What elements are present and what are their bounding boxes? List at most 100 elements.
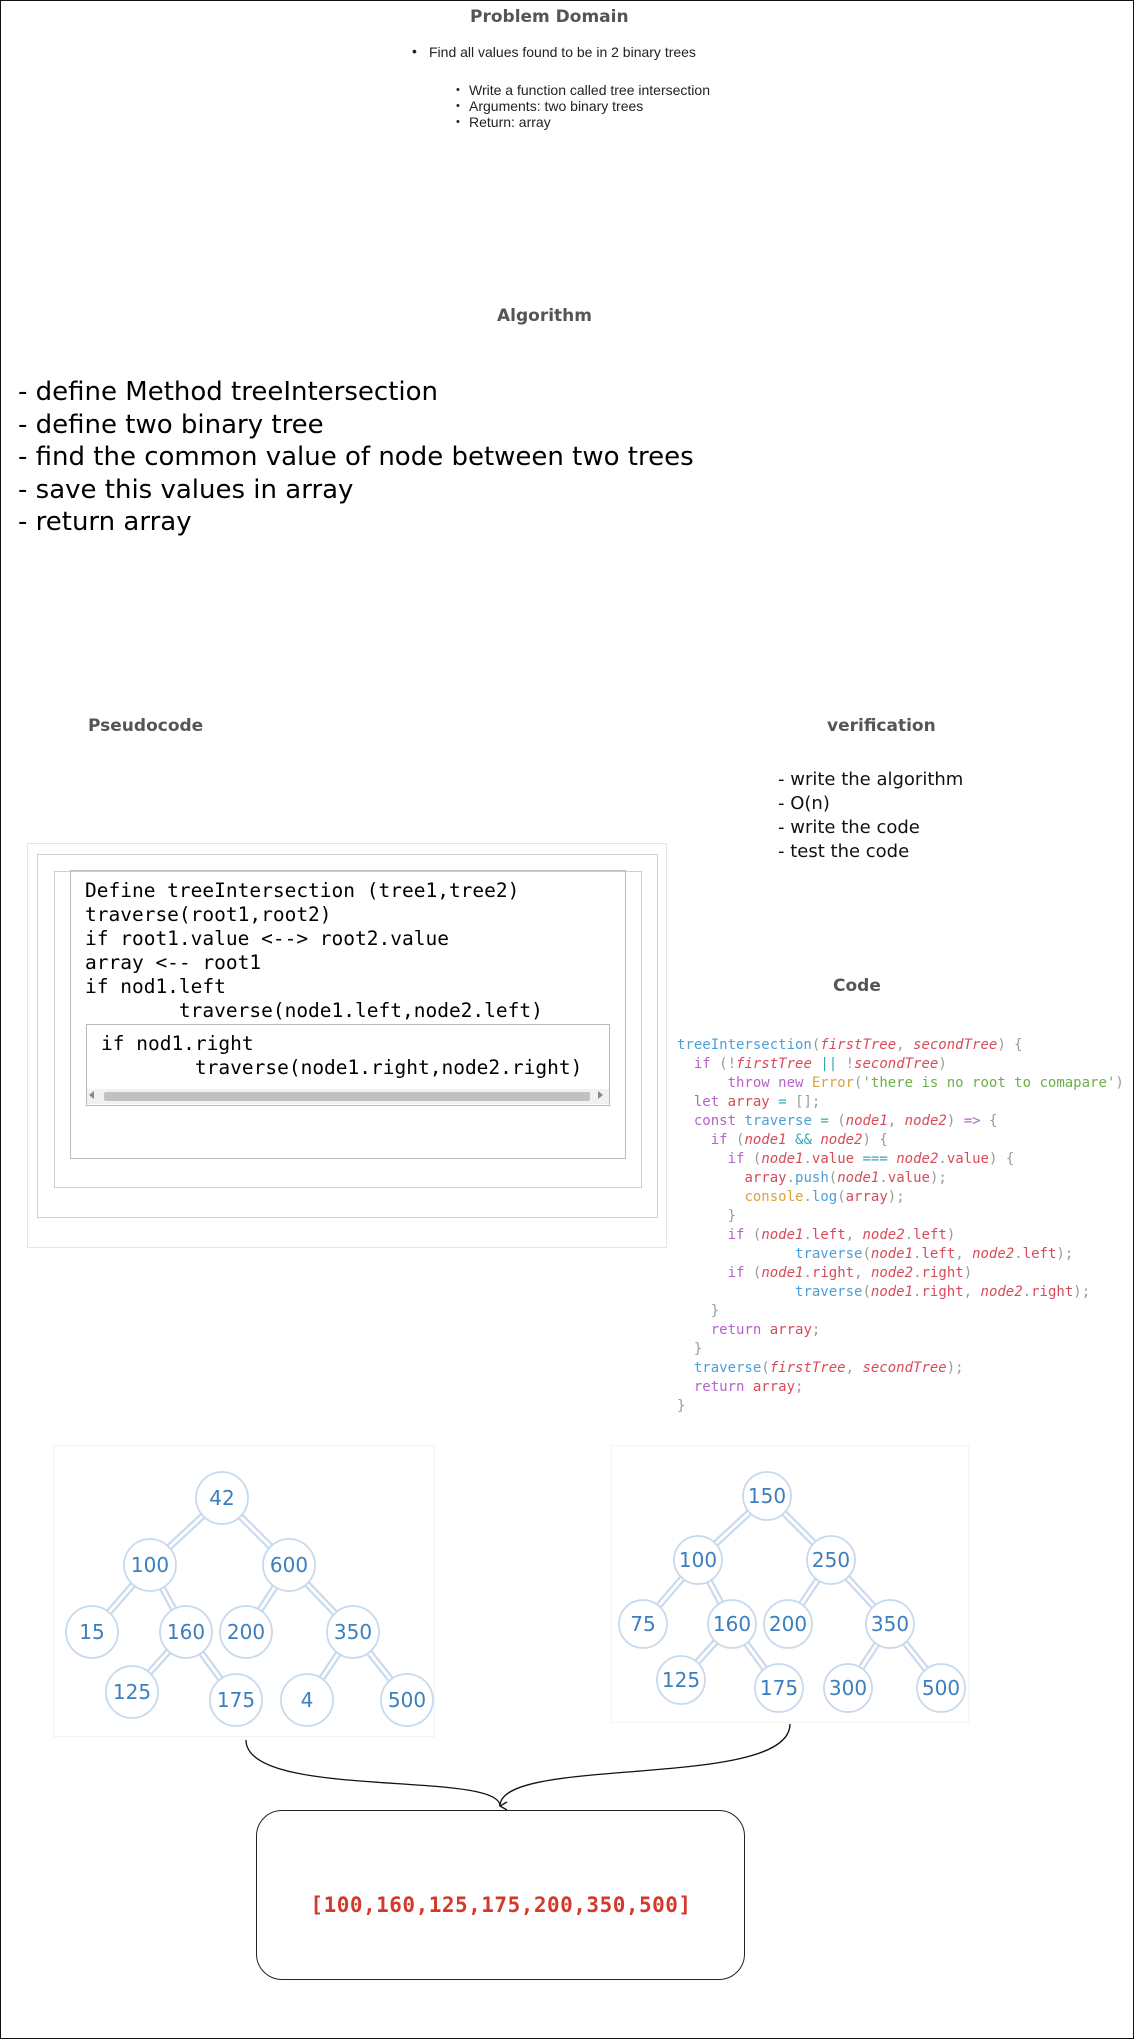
tree1-edges xyxy=(106,1513,394,1682)
tree-edge xyxy=(802,1580,821,1607)
pseudocode-line: if nod1.right xyxy=(101,1032,254,1055)
verification-steps: - write the algorithm - O(n) - write the… xyxy=(778,768,963,864)
tree-node-circle xyxy=(656,1655,706,1705)
scrollbar-thumb[interactable] xyxy=(104,1092,590,1101)
pseudocode-text: Define treeIntersection (tree1,tree2) tra… xyxy=(85,879,543,1023)
algorithm-step: - save this values in array xyxy=(18,474,354,505)
pseudocode-box-level4 xyxy=(70,870,626,1159)
tree-edge xyxy=(781,1513,814,1546)
tree-edge xyxy=(659,1579,686,1609)
tree-node-circle xyxy=(280,1673,334,1727)
algorithm-steps: - define Method treeIntersection - defin… xyxy=(18,376,694,539)
tree-edge xyxy=(747,1641,768,1668)
pseudocode-line: if nod1.left xyxy=(85,975,226,998)
tree-node-circle xyxy=(916,1663,966,1713)
result-box xyxy=(256,1810,745,1980)
tree-edge xyxy=(655,1575,682,1605)
tree-edge xyxy=(694,1639,715,1662)
problem-domain-list: Find all values found to be in 2 binary … xyxy=(412,43,696,60)
tree2-edges xyxy=(655,1509,929,1672)
tree-node-label: 175 xyxy=(760,1676,798,1700)
tree-node-label: 125 xyxy=(662,1668,700,1692)
tree-edge xyxy=(150,1652,172,1676)
verification-step: - test the code xyxy=(778,841,910,862)
pseudocode-line: traverse(node1.left,node2.left) xyxy=(85,999,543,1022)
pseudocode-line: Define treeIntersection (tree1,tree2) xyxy=(85,879,520,902)
verification-step: - O(n) xyxy=(778,793,830,814)
tree-node-label: 75 xyxy=(630,1612,655,1636)
tree-edge xyxy=(743,1644,764,1671)
tree-node-label: 500 xyxy=(922,1676,960,1700)
pseudocode-line: array <-- root1 xyxy=(85,951,262,974)
code-param: secondTree xyxy=(862,1360,947,1376)
tree-node-label: 160 xyxy=(167,1620,205,1644)
code-line: return array; xyxy=(693,1379,804,1395)
connector-curve-right xyxy=(498,1723,791,1811)
code-line: const traverse = (node1, node2) => { xyxy=(693,1113,998,1129)
pseudocode-line: if root1.value <--> root2.value xyxy=(85,927,449,950)
tree-edge xyxy=(906,1640,929,1669)
pseudocode-box-level2 xyxy=(37,854,658,1218)
tree-edge xyxy=(318,1651,338,1678)
code-line: if (node1 && node2) { xyxy=(710,1132,888,1148)
problem-domain-subitem: Write a function called tree intersectio… xyxy=(456,82,710,98)
code-line: } xyxy=(693,1341,703,1357)
tree-edge xyxy=(237,1517,270,1550)
pseudocode-line: traverse(node1.right,node2.right) xyxy=(101,1056,583,1079)
tree-edge xyxy=(784,1510,817,1543)
tree-node-circle xyxy=(865,1599,915,1649)
code-function-name: treeIntersection xyxy=(677,1037,812,1053)
tree-edge xyxy=(146,1648,168,1672)
code-line: if (!firstTree || !secondTree) xyxy=(693,1056,947,1072)
code-string: 'there is no root to comapare' xyxy=(862,1075,1116,1091)
problem-domain-subitem: Arguments: two binary trees xyxy=(456,98,710,114)
tree-edge xyxy=(322,1654,342,1681)
tree-edge xyxy=(902,1643,925,1672)
verification-heading: verification xyxy=(827,716,936,736)
code-line: if (node1.value === node2.value) { xyxy=(727,1151,1015,1167)
tree-node-circle xyxy=(123,1538,177,1592)
tree-node-circle xyxy=(763,1599,813,1649)
pseudocode-inner-text: if nod1.right traverse(node1.right,node2… xyxy=(101,1032,582,1080)
code-param: firstTree xyxy=(769,1360,846,1376)
tree-node-circle xyxy=(65,1605,119,1659)
tree-node-label: 160 xyxy=(713,1612,751,1636)
tree-node-circle xyxy=(707,1599,757,1649)
tree-node-circle xyxy=(209,1673,263,1727)
tree-edge xyxy=(716,1513,752,1547)
tree-node-label: 175 xyxy=(217,1688,255,1712)
tree-node-label: 100 xyxy=(131,1553,169,1577)
code-param: firstTree xyxy=(820,1037,897,1053)
tree-node-label: 300 xyxy=(829,1676,867,1700)
scroll-right-arrow-icon[interactable] xyxy=(598,1091,603,1099)
algorithm-step: - return array xyxy=(18,507,192,537)
code-line: traverse(node1.right, node2.right); xyxy=(795,1284,1091,1300)
tree-edge xyxy=(110,1585,136,1615)
problem-domain-sublist: Write a function called tree intersectio… xyxy=(456,82,710,130)
code-line: traverse(firstTree, secondTree); xyxy=(693,1360,964,1376)
algorithm-step: - find the common value of node between … xyxy=(18,442,694,472)
scroll-left-arrow-icon[interactable] xyxy=(89,1091,94,1099)
tree-edge xyxy=(169,1516,206,1550)
tree-node-label: 350 xyxy=(334,1620,372,1644)
verification-step: - write the code xyxy=(778,817,920,838)
code-line: } xyxy=(710,1303,720,1319)
tree-edge xyxy=(848,1575,877,1606)
tree-node-label: 100 xyxy=(679,1548,717,1572)
tree-edge xyxy=(202,1650,224,1679)
tree-edge xyxy=(706,1581,720,1605)
tree-node-label: 125 xyxy=(113,1680,151,1704)
algorithm-step: - define Method treeIntersection xyxy=(18,377,439,407)
tree-node-label: 200 xyxy=(769,1612,807,1636)
tree-node-circle xyxy=(219,1605,273,1659)
tree-edge xyxy=(710,1579,724,1603)
tree-edge xyxy=(862,1644,880,1670)
tree-edge xyxy=(713,1509,749,1543)
tree-node-circle xyxy=(262,1538,316,1592)
problem-domain-heading: Problem Domain xyxy=(470,7,629,27)
tree-node-label: 600 xyxy=(270,1553,308,1577)
problem-domain-subitem: Return: array xyxy=(456,114,710,130)
